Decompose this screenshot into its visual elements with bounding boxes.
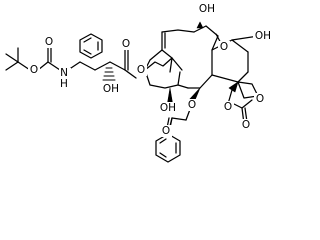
atom-label-oxygen: O bbox=[224, 101, 232, 113]
wedge-bond bbox=[196, 21, 204, 29]
atom-label-oxygen: O bbox=[188, 99, 196, 111]
atom-label-oxygen: O bbox=[45, 36, 53, 48]
atom-label-hydroxyl: OH bbox=[199, 3, 215, 15]
bond-lines bbox=[5, 25, 259, 163]
atom-label-oxygen: O bbox=[122, 38, 130, 50]
chemical-structure-diagram: O O N H OH O O OH O OH OH O O O O O bbox=[5, 3, 273, 163]
atom-label-carbonyl-oxygen: O bbox=[162, 125, 170, 137]
atom-label-oxygen: O bbox=[30, 64, 38, 76]
atom-label-nitrogen: N bbox=[60, 67, 68, 79]
atom-label-hydroxyl: OH bbox=[255, 30, 271, 42]
atom-label-ketone-oxygen: O bbox=[220, 41, 228, 53]
atom-label-carbonyl-oxygen: O bbox=[242, 119, 250, 131]
atom-label-oxetane-oxygen: O bbox=[256, 93, 264, 105]
wedge-bond bbox=[228, 81, 239, 93]
atom-label-hydrogen: H bbox=[60, 78, 68, 90]
atom-label-hydroxyl: OH bbox=[160, 102, 176, 114]
atom-label-oxygen: O bbox=[137, 64, 145, 76]
stereo-bonds bbox=[102, 21, 239, 107]
atom-label-hydroxyl: OH bbox=[103, 83, 119, 95]
